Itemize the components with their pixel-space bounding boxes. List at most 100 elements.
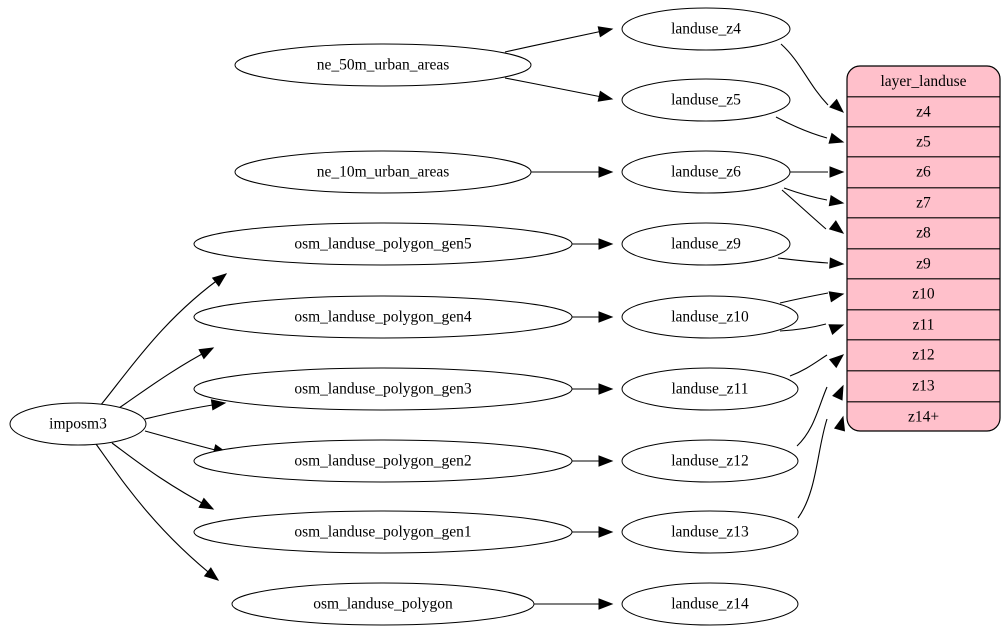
layer-table-row-z7[interactable]: z7 (847, 187, 1000, 212)
source-table-shape-osm_landuse_polygon_gen4 (193, 295, 573, 339)
layer-table-row-z11[interactable]: z11 (847, 309, 1000, 334)
arrowhead-6 (597, 26, 614, 38)
node-osm_landuse_polygon[interactable]: osm_landuse_polygon (231, 582, 535, 626)
arrowhead-22 (828, 324, 845, 335)
node-landuse_z6[interactable]: landuse_z6 (621, 150, 791, 194)
node-label-osm_landuse_polygon: osm_landuse_polygon (313, 596, 453, 613)
intermediate-table-shape-landuse_z11 (621, 367, 799, 411)
node-label-landuse_z11: landuse_z11 (672, 381, 749, 398)
source-table-shape-ne_10m_urban_areas (234, 150, 532, 194)
arrowhead-7 (597, 90, 614, 102)
intermediate-table-shape-landuse_z9 (621, 222, 791, 266)
layer-table-row-z12[interactable]: z12 (847, 339, 1000, 364)
layer-table-cell-z14plus: z14+ (908, 409, 939, 426)
node-landuse_z5[interactable]: landuse_z5 (621, 78, 791, 122)
node-label-imposm3: imposm3 (49, 416, 107, 433)
node-label-landuse_z4: landuse_z4 (671, 21, 741, 38)
layer-table-row-z9[interactable]: z9 (847, 248, 1000, 273)
edge-landuse_z10-to-layer_landuse-z10 (779, 292, 829, 304)
node-label-osm_landuse_polygon_gen4: osm_landuse_polygon_gen4 (294, 309, 472, 326)
layer-table-row-z10[interactable]: z10 (847, 278, 1000, 303)
arrowhead-25 (833, 415, 846, 432)
node-osm_landuse_polygon_gen1[interactable]: osm_landuse_polygon_gen1 (193, 510, 573, 554)
edge-imposm3-to-osm_landuse_polygon_gen4 (115, 347, 214, 411)
node-label-ne_50m_urban_areas: ne_50m_urban_areas (317, 57, 450, 74)
arrowhead-16 (828, 132, 845, 144)
node-label-osm_landuse_polygon_gen3: osm_landuse_polygon_gen3 (294, 381, 472, 398)
node-landuse_z14[interactable]: landuse_z14 (621, 582, 799, 626)
node-label-osm_landuse_polygon_gen5: osm_landuse_polygon_gen5 (294, 236, 472, 253)
edge-landuse_z4-to-layer_landuse-z4 (780, 43, 829, 106)
intermediate-table-shape-landuse_z4 (621, 7, 791, 51)
arrowhead-0 (211, 273, 228, 287)
arrowhead-17 (829, 166, 845, 178)
intermediate-table-shape-landuse_z6 (621, 150, 791, 194)
intermediate-table-shape-landuse_z12 (621, 439, 799, 483)
arrowhead-2 (210, 399, 227, 411)
layer-landuse-table[interactable]: layer_landuse z4 z5 z6 z7 z8 z9 z10 z11 z12 z13 z14… (846, 65, 1001, 432)
arrowhead-19 (828, 220, 845, 234)
nodes-group: imposm3 ne_50m_urban_areas ne_10m_urban_ar… (9, 7, 799, 626)
layer-table-row-z6[interactable]: z6 (847, 156, 1000, 181)
node-landuse_z4[interactable]: landuse_z4 (621, 7, 791, 51)
layer-table-row-z5[interactable]: z5 (847, 126, 1000, 151)
edge-imposm3-to-osm_landuse_polygon (95, 443, 219, 581)
node-label-osm_landuse_polygon_gen2: osm_landuse_polygon_gen2 (294, 453, 471, 470)
source-table-shape-osm_landuse_polygon_gen1 (193, 510, 573, 554)
edge-landuse_z6-to-layer_landuse-z8 (781, 189, 827, 230)
node-label-osm_landuse_polygon_gen1: osm_landuse_polygon_gen1 (294, 524, 471, 541)
arrowhead-1 (198, 347, 215, 360)
arrowhead-11 (598, 383, 614, 395)
node-landuse_z9[interactable]: landuse_z9 (621, 222, 791, 266)
layer-table-cell-z7: z7 (916, 195, 931, 212)
layer-table-cell-z12: z12 (912, 347, 934, 364)
arrowhead-14 (598, 598, 614, 610)
arrowheads-group (198, 26, 846, 610)
layer-table-cell-z11: z11 (913, 317, 935, 334)
edge-landuse_z12-to-layer_landuse-z13 (796, 386, 828, 447)
node-ne_10m_urban_areas[interactable]: ne_10m_urban_areas (234, 150, 532, 194)
node-osm_landuse_polygon_gen5[interactable]: osm_landuse_polygon_gen5 (193, 222, 573, 266)
arrowhead-21 (828, 291, 845, 303)
edge-landuse_z6-to-layer_landuse-z7 (783, 187, 828, 201)
node-landuse_z13[interactable]: landuse_z13 (621, 510, 799, 554)
arrowhead-5 (203, 567, 220, 581)
node-landuse_z11[interactable]: landuse_z11 (621, 367, 799, 411)
node-osm_landuse_polygon_gen4[interactable]: osm_landuse_polygon_gen4 (193, 295, 573, 339)
arrowhead-12 (598, 455, 614, 467)
node-osm_landuse_polygon_gen2[interactable]: osm_landuse_polygon_gen2 (193, 439, 573, 483)
source-table-shape-ne_50m_urban_areas (234, 43, 532, 87)
node-label-landuse_z5: landuse_z5 (671, 92, 741, 109)
layer-table-cell-z10: z10 (912, 286, 935, 303)
arrowhead-4 (198, 497, 215, 510)
edge-ne_50m_urban_areas-to-landuse_z4 (504, 28, 613, 53)
source-table-shape-osm_landuse_polygon_gen2 (193, 439, 573, 483)
layer-table-cell-z5: z5 (916, 134, 931, 151)
layer-table-row-z13[interactable]: z13 (847, 370, 1000, 395)
layer-table-row-z14plus[interactable]: z14+ (847, 401, 1000, 426)
node-label-landuse_z10: landuse_z10 (671, 309, 749, 326)
arrowhead-20 (829, 257, 845, 269)
arrowhead-15 (829, 98, 845, 113)
node-landuse_z12[interactable]: landuse_z12 (621, 439, 799, 483)
node-label-landuse_z6: landuse_z6 (671, 164, 741, 181)
node-ne_50m_urban_areas[interactable]: ne_50m_urban_areas (234, 43, 532, 87)
node-label-ne_10m_urban_areas: ne_10m_urban_areas (317, 164, 450, 181)
layer-table-row-z8[interactable]: z8 (847, 217, 1000, 242)
layer-table-row-z4[interactable]: z4 (916, 104, 931, 121)
node-osm_landuse_polygon_gen3[interactable]: osm_landuse_polygon_gen3 (193, 367, 573, 411)
node-label-landuse_z13: landuse_z13 (671, 524, 749, 541)
layer-table-header: layer_landuse (880, 73, 966, 90)
arrowhead-24 (832, 384, 844, 401)
arrowhead-9 (598, 238, 614, 250)
intermediate-table-shape-landuse_z5 (621, 78, 791, 122)
node-imposm3[interactable]: imposm3 (9, 402, 147, 446)
node-label-landuse_z9: landuse_z9 (671, 236, 741, 253)
source-table-shape-osm_landuse_polygon_gen5 (193, 222, 573, 266)
intermediate-table-shape-landuse_z13 (621, 510, 799, 554)
layer-table-cell-z4: z4 (916, 104, 931, 121)
edge-landuse_z11-to-layer_landuse-z12 (789, 354, 828, 377)
node-landuse_z10[interactable]: landuse_z10 (621, 295, 799, 339)
arrowhead-10 (598, 311, 614, 323)
